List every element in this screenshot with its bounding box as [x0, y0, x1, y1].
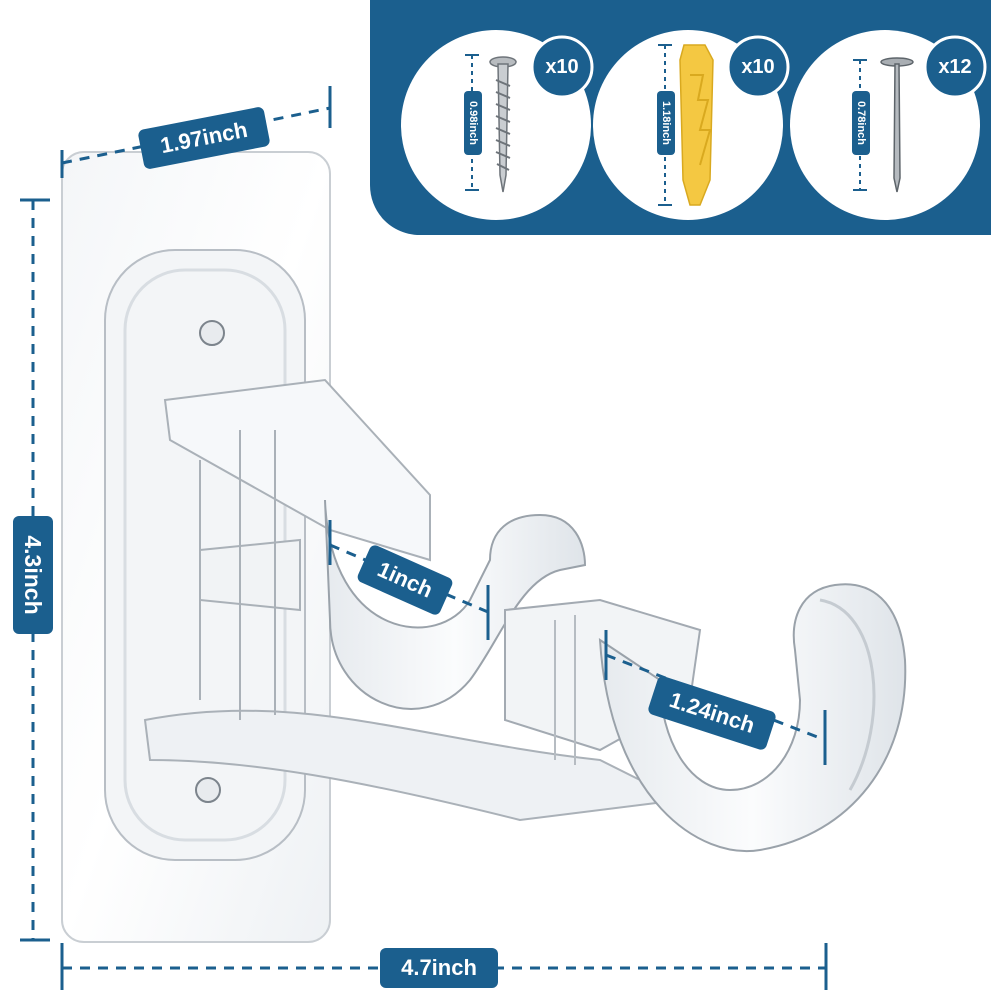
outer-hook — [598, 583, 907, 852]
bracket-arm — [143, 378, 684, 822]
inner-hook — [324, 499, 587, 710]
nail-count-badge — [923, 35, 987, 99]
depth-label: 4.7inch — [380, 948, 498, 988]
plug-count: x10 — [741, 55, 775, 78]
plug-count-badge — [726, 35, 790, 99]
screw-hole-bottom — [195, 777, 221, 803]
wall-plug-icon — [679, 44, 714, 206]
screw-icon — [489, 56, 517, 193]
nail-count: x12 — [938, 55, 972, 78]
screw-count-badge — [530, 35, 594, 99]
screw-hole-top — [199, 320, 225, 346]
plug-length-label: 1.18inch — [657, 91, 675, 155]
middle-support — [504, 598, 702, 752]
nail-length-label: 0.78inch — [852, 91, 870, 155]
nail-icon — [880, 57, 914, 193]
screw-count: x10 — [545, 55, 579, 78]
screw-length-label: 0.98inch — [464, 91, 482, 155]
height-label: 4.3inch — [13, 516, 53, 634]
